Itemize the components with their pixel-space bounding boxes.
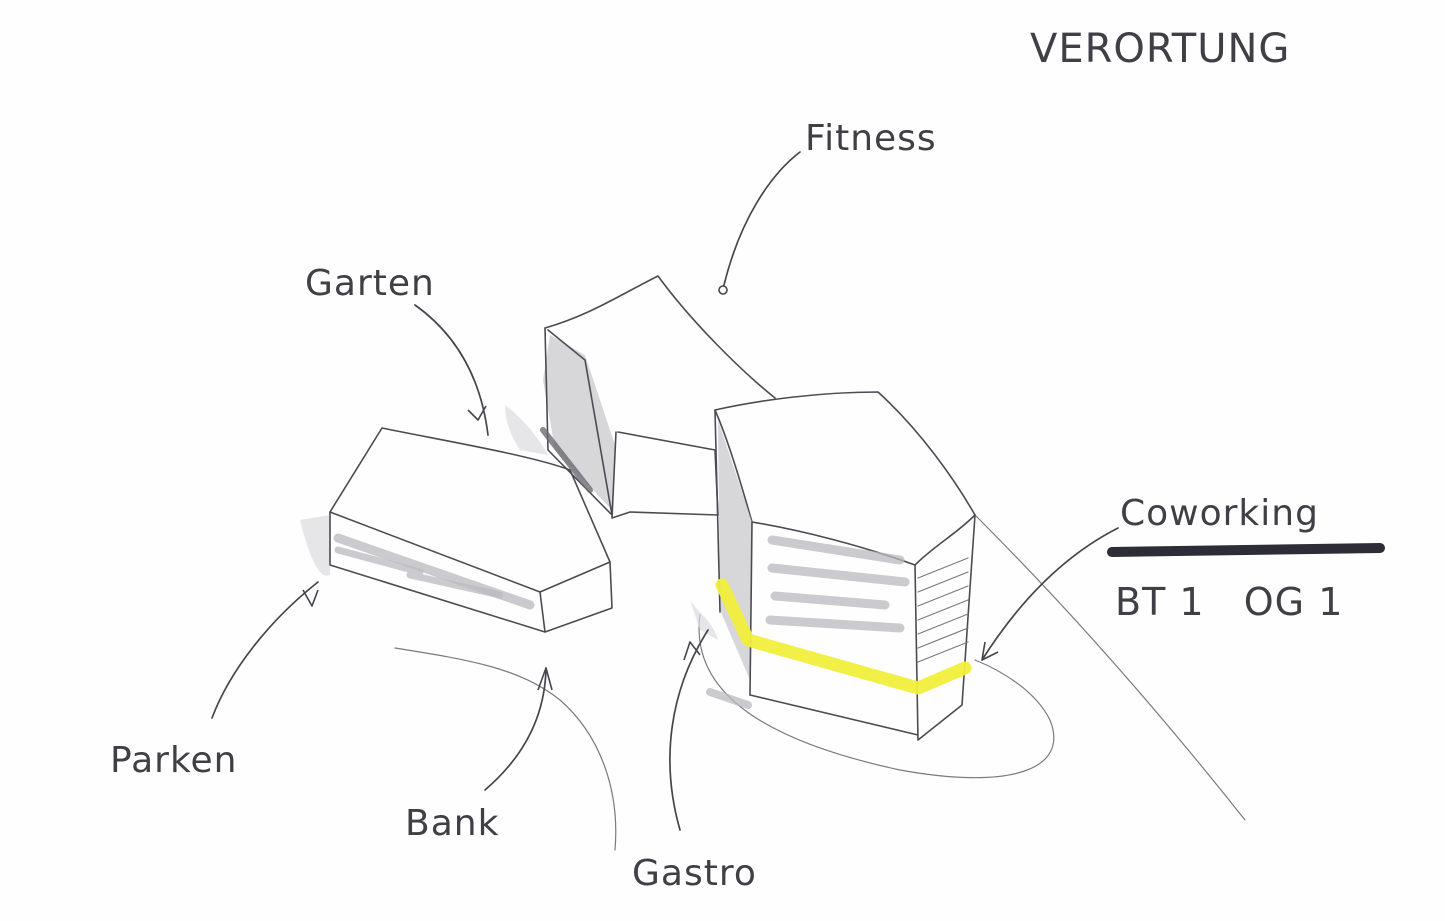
tower-roof <box>714 391 976 566</box>
garden-building-top <box>329 427 611 593</box>
bank-arrow <box>484 667 547 791</box>
coworking-arrow-head <box>981 641 999 661</box>
parken-arrow <box>211 581 319 719</box>
site-road-outline <box>394 647 617 851</box>
fitness-arrow-dot <box>718 285 728 295</box>
label-coworking: Coworking <box>1120 493 1319 534</box>
garden-roof-shade <box>505 405 548 455</box>
rear-building-edges <box>544 327 613 516</box>
label-fitness: Fitness <box>805 118 937 159</box>
tower-front-shade-2 <box>767 563 910 587</box>
coworking-floor-highlight <box>715 578 972 695</box>
bank-arrow-head <box>537 667 553 691</box>
label-garten: Garten <box>305 263 435 304</box>
fitness-arrow <box>723 151 801 286</box>
label-building-ref: BT 1 OG 1 <box>1115 580 1343 624</box>
tower-side-floor-lines <box>917 557 969 663</box>
garden-building-shadow <box>300 515 330 576</box>
ground-shade-left <box>690 600 718 640</box>
gastro-arrow <box>669 629 709 831</box>
label-bank: Bank <box>405 803 499 844</box>
parken-arrow-head <box>302 589 319 607</box>
garden-building-shade-band-2 <box>334 546 504 599</box>
tower-left-shade <box>718 420 752 680</box>
gastro-arrow-head <box>683 641 701 661</box>
site-boundary-line <box>974 514 1246 821</box>
garden-building-front <box>329 511 613 633</box>
rear-building-shade <box>543 335 615 510</box>
label-parken: Parken <box>110 740 237 781</box>
garden-arrow <box>414 304 489 436</box>
page-title: VERORTUNG <box>1030 26 1290 72</box>
connector-block <box>611 431 719 519</box>
tower-front-shade-3 <box>770 591 890 610</box>
tower-front-shade-1 <box>767 535 905 565</box>
ground-shade-bottom <box>706 688 752 709</box>
coworking-arrow <box>981 527 1119 661</box>
tower-front-edges <box>749 514 976 741</box>
label-gastro: Gastro <box>632 853 757 894</box>
garden-arrow-head <box>467 405 487 421</box>
tower-front-shade-4 <box>765 615 905 633</box>
coworking-underline <box>1107 543 1385 557</box>
rear-building-dark-stroke <box>540 427 593 493</box>
tower-left-edges <box>714 409 753 696</box>
rear-building-roof <box>544 275 776 399</box>
